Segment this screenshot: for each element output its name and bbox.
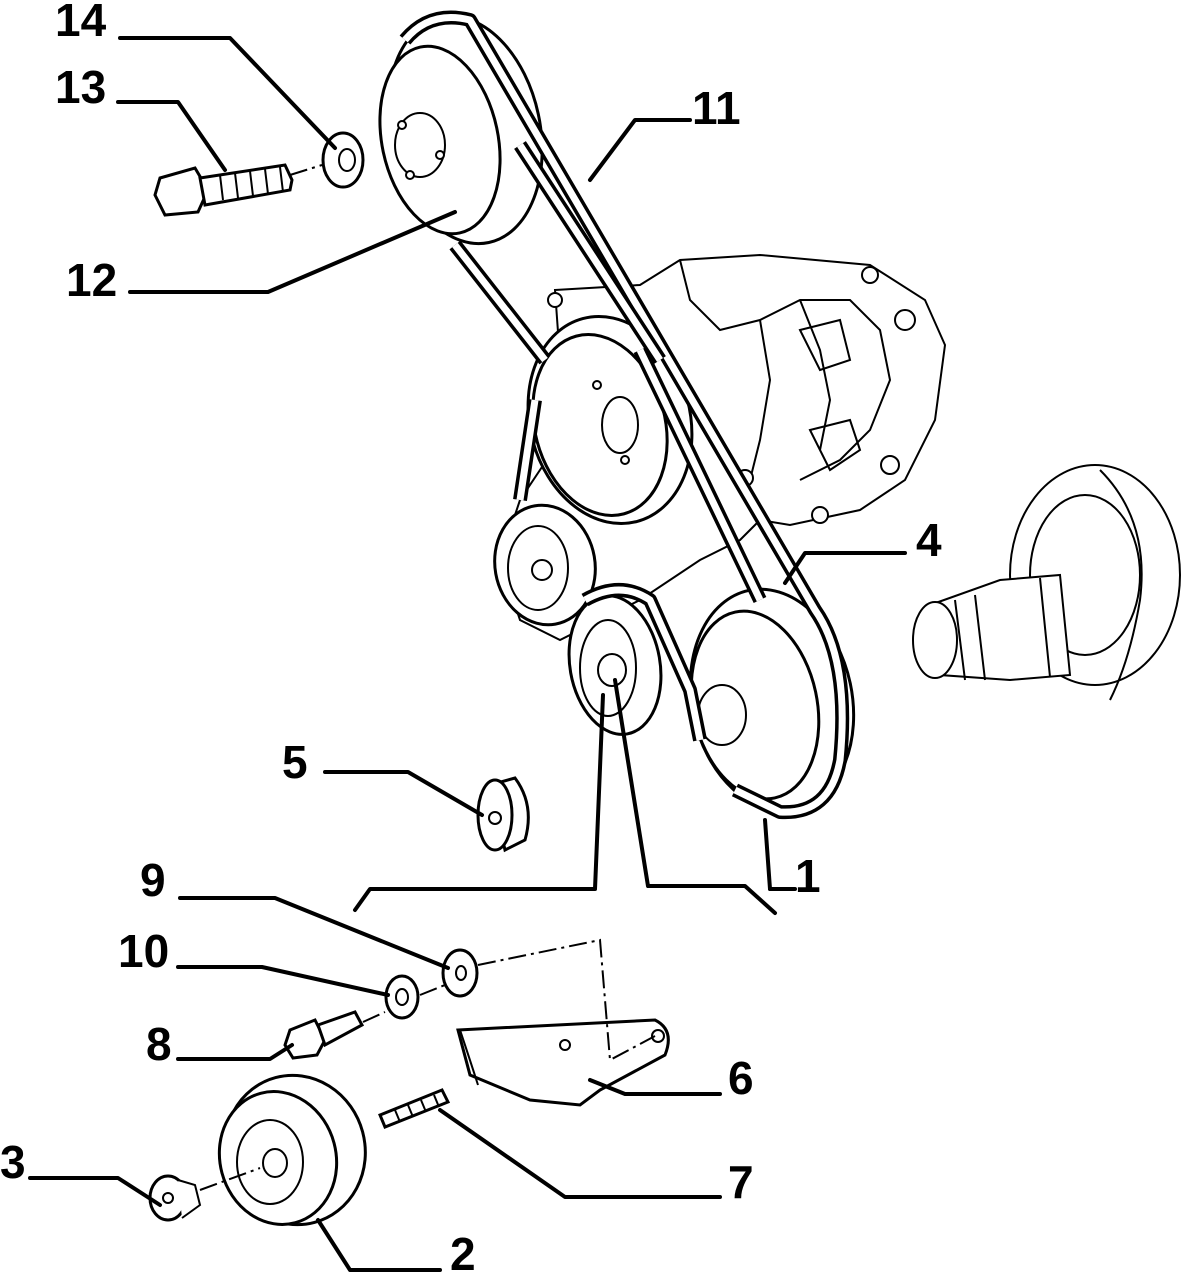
callout-4: 4 xyxy=(916,514,942,566)
callout-5: 5 xyxy=(282,736,308,788)
washer-9 xyxy=(441,948,479,998)
callout-14: 14 xyxy=(55,0,107,46)
callout-7: 7 xyxy=(728,1156,754,1208)
callout-11: 11 xyxy=(692,82,741,134)
callout-8: 8 xyxy=(146,1018,172,1070)
callout-2: 2 xyxy=(450,1228,476,1274)
bracket-6 xyxy=(456,1018,670,1107)
callout-13: 13 xyxy=(55,61,106,113)
cap-3 xyxy=(148,1174,202,1222)
callout-6: 6 xyxy=(728,1052,754,1104)
bolt-8 xyxy=(283,1010,365,1060)
callout-3: 3 xyxy=(0,1136,26,1188)
leader-lines xyxy=(28,36,907,1272)
bolt-13 xyxy=(153,163,294,217)
assembly-axis-lines xyxy=(199,164,656,1191)
callout-1: 1 xyxy=(795,850,821,902)
pulley-alternator xyxy=(493,503,597,627)
belt-4 xyxy=(513,346,767,742)
belt-11 xyxy=(399,10,850,820)
crankshaft xyxy=(912,464,1181,701)
tensioner-pulley-mounted xyxy=(567,594,663,736)
callout-labels: 14 13 12 11 4 5 1 9 10 8 6 7 3 2 xyxy=(0,0,942,1274)
callout-10: 10 xyxy=(118,925,169,977)
callout-12: 12 xyxy=(66,254,117,306)
stud-7 xyxy=(378,1088,451,1129)
spacer-5 xyxy=(476,776,530,853)
pulley-2 xyxy=(217,1073,367,1227)
spring-washer-10 xyxy=(384,974,420,1020)
callout-9: 9 xyxy=(140,854,166,906)
